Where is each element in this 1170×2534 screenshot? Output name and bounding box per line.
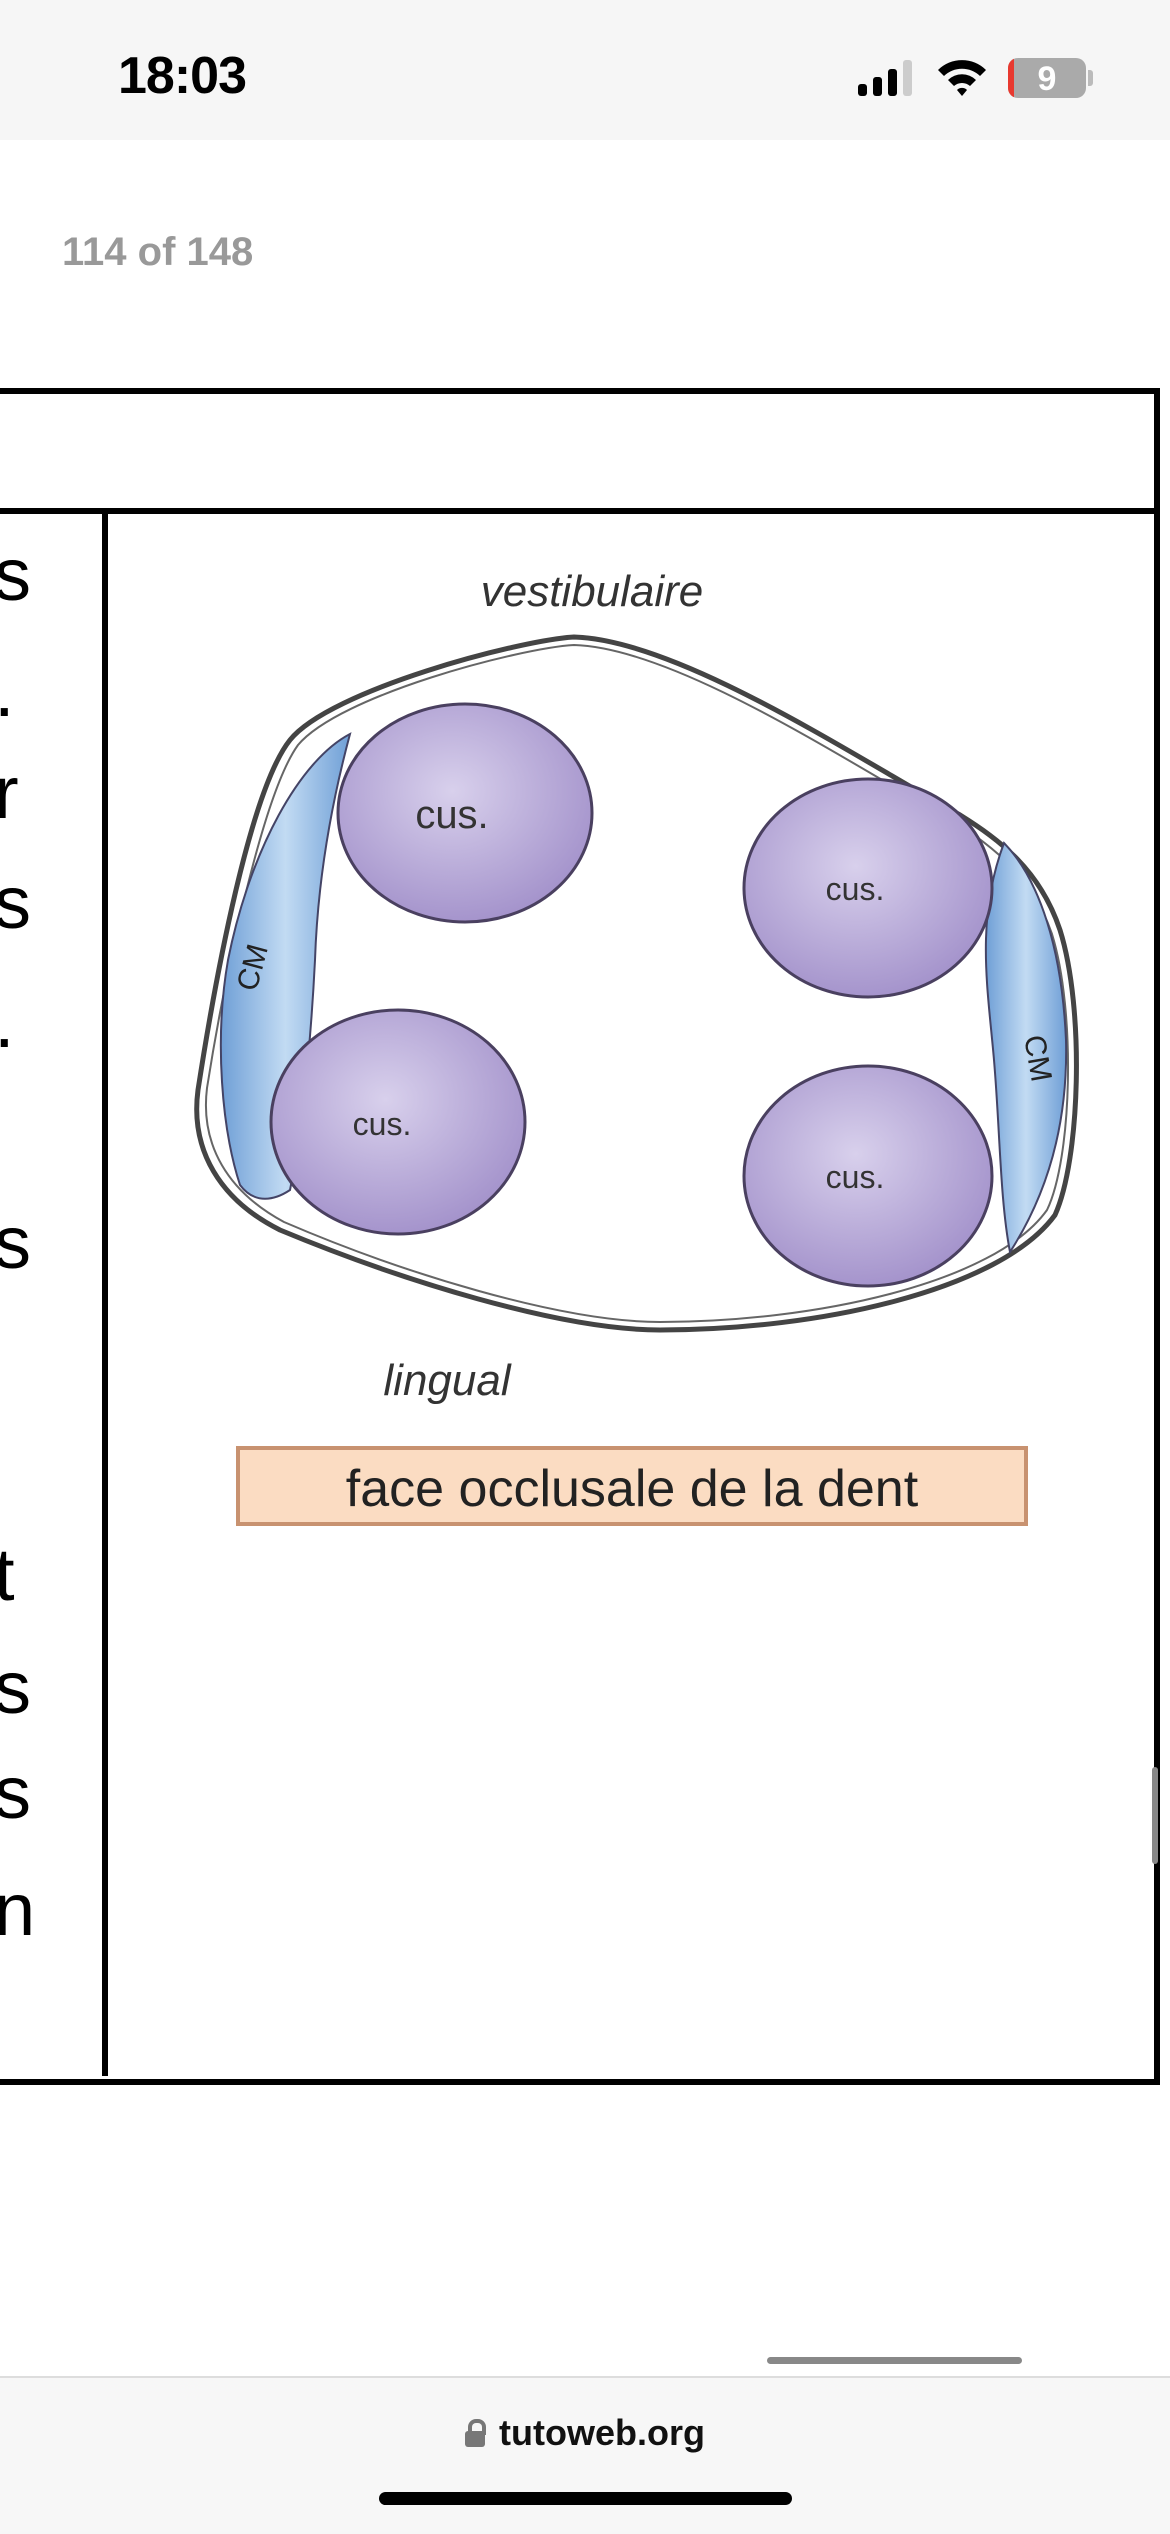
cusp-bottom-right: cus. — [742, 1064, 994, 1288]
status-time: 18:03 — [118, 47, 247, 105]
status-bar: 18:03 9 — [0, 0, 1170, 140]
text-fragment: . — [0, 654, 15, 728]
label-lingual: lingual — [383, 1356, 511, 1405]
battery-cap — [1088, 70, 1093, 86]
text-fragment: s — [0, 861, 31, 944]
label-vestibulaire: vestibulaire — [481, 567, 704, 616]
diagram-caption: face occlusale de la dent — [346, 1460, 919, 1518]
cusp-label: cus. — [415, 793, 488, 837]
wifi-icon — [938, 60, 986, 96]
text-fragment: t — [0, 1533, 15, 1616]
tooth-outline — [194, 634, 1079, 1333]
text-fragment: s — [0, 533, 31, 616]
horizontal-scrollbar[interactable] — [767, 2357, 1022, 2364]
table-column-divider — [102, 508, 108, 2076]
page-indicator: 114 of 148 — [62, 230, 254, 274]
home-indicator[interactable] — [379, 2492, 792, 2505]
cusp-top-left: cus. — [336, 702, 594, 924]
text-fragment: r — [0, 751, 19, 834]
document-table — [0, 388, 1160, 2085]
text-fragment: s — [0, 1201, 31, 1284]
occlusal-surface-diagram: vestibulaire CM CM cus. cus. cus. cus. l… — [194, 567, 1079, 1526]
cusp-label: cus. — [826, 1159, 885, 1195]
cusp-top-right: cus. — [742, 777, 994, 999]
ridge-label-right: CM — [1017, 1033, 1058, 1085]
vertical-scrollbar[interactable] — [1152, 1767, 1158, 1864]
cusp-label: cus. — [353, 1106, 412, 1142]
url-text: tutoweb.org — [499, 2412, 705, 2453]
cellular-signal-icon — [858, 60, 914, 96]
address-bar[interactable]: tutoweb.org — [0, 2412, 1170, 2454]
cusp-bottom-left: cus. — [269, 1008, 527, 1236]
battery-level: 9 — [1037, 60, 1057, 98]
marginal-ridge-left — [219, 732, 352, 1200]
cusp-label: cus. — [826, 871, 885, 907]
browser-bottom-bar — [0, 2376, 1170, 2534]
battery-icon: 9 — [1008, 58, 1086, 98]
caption-box — [236, 1446, 1028, 1526]
text-fragment: n — [0, 1868, 36, 1951]
table-header-divider — [0, 508, 1154, 514]
marginal-ridge-right — [984, 841, 1068, 1255]
lock-icon — [465, 2419, 487, 2448]
text-fragment: . — [0, 985, 15, 1059]
text-fragment: s — [0, 1646, 31, 1729]
text-fragment: s — [0, 1751, 31, 1834]
